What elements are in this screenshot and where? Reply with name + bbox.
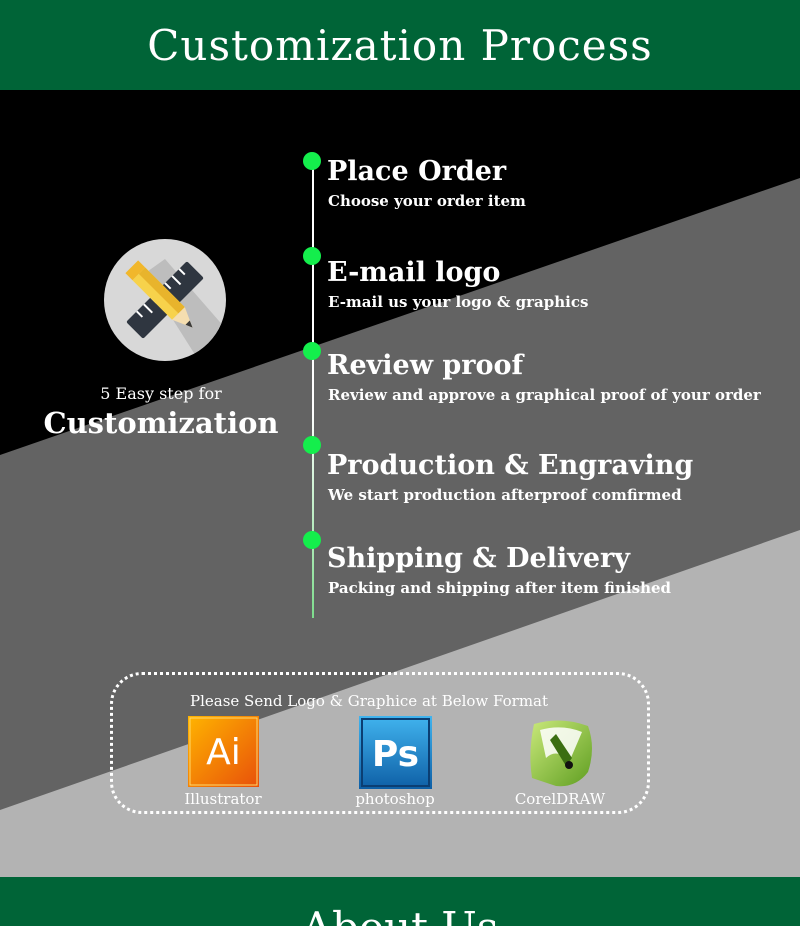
step-description: We start production afterproof comfirmed [328, 486, 682, 504]
photoshop-icon: Ps [359, 716, 432, 789]
step-dot [303, 152, 321, 170]
intro-title: Customization [43, 406, 279, 440]
step-title: E-mail logo [327, 257, 501, 288]
format-label-coreldraw: CorelDRAW [514, 790, 606, 808]
step-title: Production & Engraving [327, 450, 694, 481]
format-label-illustrator: Illustrator [184, 790, 262, 808]
coreldraw-icon [530, 720, 592, 787]
page-title: Customization Process [147, 20, 653, 70]
illustrator-icon: Ai [188, 716, 259, 787]
format-box [110, 672, 650, 814]
ruler-pencil-icon [125, 259, 226, 361]
step-description: Review and approve a graphical proof of … [328, 386, 761, 404]
tools-badge [104, 239, 226, 361]
svg-text:Ai: Ai [206, 732, 241, 773]
step-dot [303, 436, 321, 454]
about-section-header: About Us [0, 877, 800, 926]
format-title: Please Send Logo & Graphice at Below For… [190, 692, 549, 710]
process-section: 5 Easy step for Customization Place Orde… [0, 90, 800, 877]
step-dot [303, 247, 321, 265]
intro-subtitle: 5 Easy step for [100, 384, 222, 403]
step-dot [303, 531, 321, 549]
step-title: Review proof [327, 350, 524, 381]
step-dot [303, 342, 321, 360]
step-description: E-mail us your logo & graphics [328, 293, 589, 311]
page-header: Customization Process [0, 0, 800, 90]
format-label-photoshop: photoshop [355, 790, 435, 808]
step-title: Shipping & Delivery [327, 543, 630, 574]
step-title: Place Order [327, 156, 507, 187]
timeline-line [312, 162, 314, 618]
step-description: Packing and shipping after item finished [328, 579, 672, 597]
step-description: Choose your order item [328, 192, 526, 210]
about-title: About Us [0, 903, 800, 926]
svg-text:Ps: Ps [372, 734, 419, 775]
diagonal-background [0, 178, 800, 877]
